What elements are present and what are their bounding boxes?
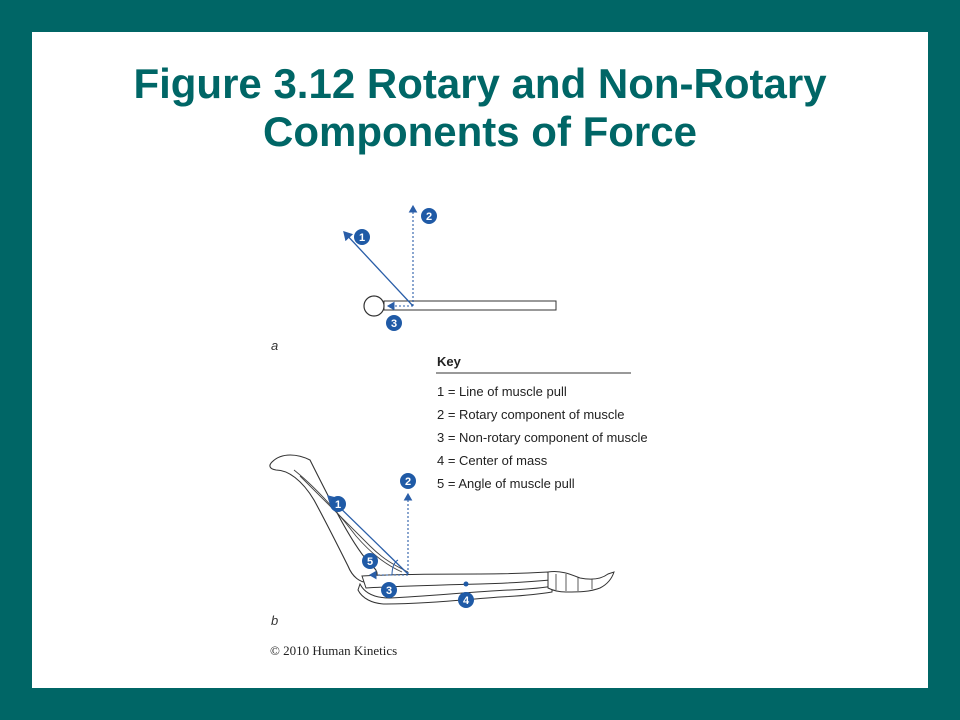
biceps-muscle-outline — [299, 475, 409, 573]
marker-1-a: 1 — [354, 229, 370, 245]
key-item-1: 1 = Line of muscle pull — [437, 384, 567, 399]
svg-text:1: 1 — [335, 499, 341, 511]
marker-4-b: 4 — [458, 592, 474, 608]
marker-1-b: 1 — [330, 496, 346, 512]
panel-b: 1 2 5 3 4 b — [269, 454, 615, 628]
joint-circle — [363, 295, 385, 317]
key-item-3: 3 = Non-rotary component of muscle — [437, 430, 648, 445]
biceps-muscle-outline-2 — [293, 469, 403, 573]
key-title: Key — [437, 354, 462, 369]
muscle-pull-arrow — [343, 231, 414, 307]
hand-bones — [547, 571, 615, 593]
key-item-4: 4 = Center of mass — [437, 453, 548, 468]
svg-text:3: 3 — [386, 585, 392, 597]
upper-arm-bone — [269, 454, 378, 583]
svg-text:2: 2 — [426, 211, 432, 223]
forearm-bone-lower — [357, 582, 553, 605]
center-of-mass-dot — [463, 581, 469, 587]
title-line-2: Components of Force — [262, 108, 697, 155]
marker-3-b: 3 — [381, 582, 397, 598]
panel-a-label: a — [271, 338, 278, 353]
panel-a: 1 2 3 a — [271, 204, 557, 353]
svg-text:1: 1 — [359, 232, 365, 244]
key-item-5: 5 = Angle of muscle pull — [437, 476, 575, 491]
svg-text:5: 5 — [367, 556, 373, 568]
svg-text:2: 2 — [405, 476, 411, 488]
page-title: Figure 3.12 Rotary and Non-Rotary Compon… — [32, 60, 928, 156]
angle-arc — [391, 559, 399, 576]
marker-3-a: 3 — [386, 315, 402, 331]
key-item-2: 2 = Rotary component of muscle — [437, 407, 625, 422]
panel-b-label: b — [271, 613, 278, 628]
title-line-1: Figure 3.12 Rotary and Non-Rotary — [133, 60, 827, 107]
marker-2-a: 2 — [421, 208, 437, 224]
marker-2-b: 2 — [400, 473, 416, 489]
key-legend: Key 1 = Line of muscle pull 2 = Rotary c… — [436, 354, 648, 491]
svg-text:4: 4 — [463, 595, 470, 607]
copyright-text: © 2010 Human Kinetics — [270, 643, 397, 658]
marker-5-b: 5 — [362, 553, 378, 569]
svg-text:3: 3 — [391, 318, 397, 330]
